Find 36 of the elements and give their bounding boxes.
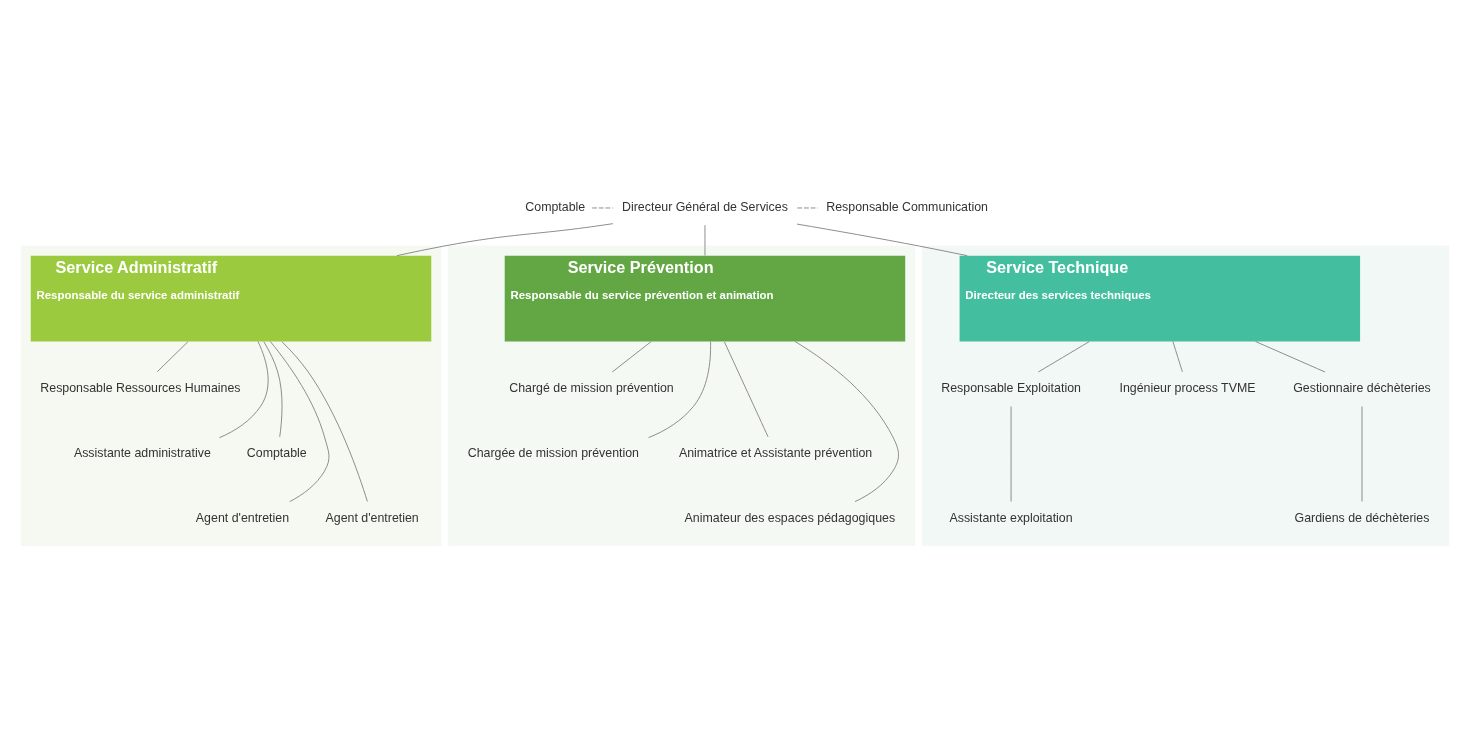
node-text: Agent d'entretien [325,511,419,526]
connector [591,207,614,209]
connector [796,207,819,209]
connector [723,341,769,438]
node-text: Comptable [525,200,586,215]
connector [269,341,330,503]
connector [1361,406,1363,502]
connector [396,223,614,257]
connector [1172,341,1183,373]
connector [1255,341,1326,373]
connector [704,224,706,257]
connector [611,341,652,373]
node-text: Responsable Communication [826,200,988,215]
node-text: Comptable [246,446,307,461]
connector [1010,406,1012,502]
connector [156,341,189,373]
node-text: Chargé de mission prévention [509,381,674,396]
node-text: Agent d'entretien [195,511,290,526]
node-text: Assistante administrative [73,446,211,461]
node-text: Gestionnaire déchèteries [1293,381,1431,396]
node-text: Assistante exploitation [949,511,1073,526]
node-text: Ingénieur process TVME [1119,381,1256,396]
node-text: Chargée de mission prévention [467,446,639,461]
node-text: Animateur des espaces pédagogiques [684,511,896,526]
connector [1037,341,1090,373]
connector [281,341,368,502]
node-text: Directeur Général de Services [622,200,788,215]
node-text: Gardiens de déchèteries [1294,511,1430,526]
connector [796,223,968,257]
node-text: Responsable Ressources Humaines [40,381,241,396]
connector [263,341,283,438]
connector [648,341,712,439]
connector [218,341,269,439]
connector [794,341,899,503]
node-text: Animatrice et Assistante prévention [678,446,873,461]
node-text: Responsable Exploitation [941,381,1081,396]
